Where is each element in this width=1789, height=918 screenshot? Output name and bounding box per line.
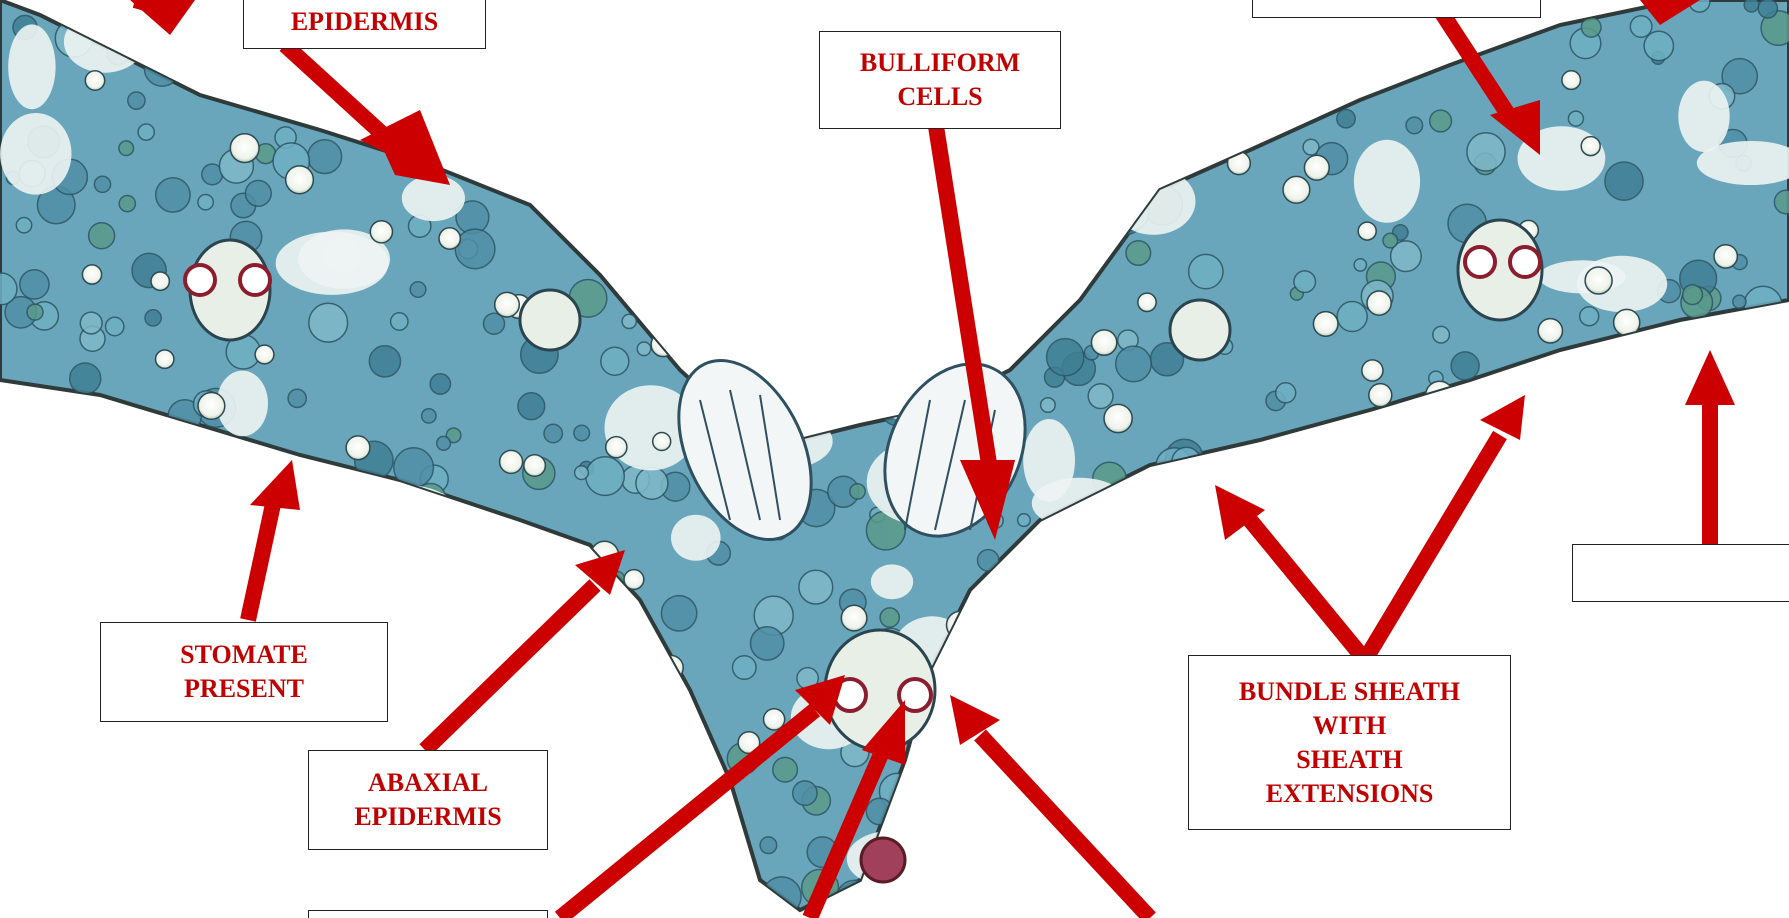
label-top-right-blank	[1252, 0, 1541, 18]
label-bulliform-cells-line-2: CELLS	[897, 80, 982, 114]
vascular-bundle-small-1	[520, 290, 580, 350]
label-abaxial-epidermis-line-2: EPIDERMIS	[354, 800, 501, 834]
arrow-right-blank-label	[1685, 350, 1735, 545]
label-stomate-present-line-1: STOMATE	[180, 638, 308, 672]
arrow-bundle-sheath-right	[1365, 395, 1525, 660]
label-stomate-present: STOMATE PRESENT	[100, 622, 388, 722]
arrow-abaxial-epidermis	[425, 550, 625, 750]
vascular-bundle-small-2	[1170, 300, 1230, 360]
label-abaxial-epidermis: ABAXIAL EPIDERMIS	[308, 750, 548, 850]
label-adaxial-epidermis: EPIDERMIS	[243, 0, 486, 49]
label-bulliform-cells: BULLIFORM CELLS	[819, 31, 1061, 129]
label-bulliform-cells-line-1: BULLIFORM	[860, 46, 1020, 80]
label-right-blank	[1572, 544, 1789, 602]
label-adaxial-epidermis-line-1: EPIDERMIS	[291, 5, 438, 39]
label-bundle-sheath-line-4: EXTENSIONS	[1266, 777, 1434, 811]
label-stomate-present-line-2: PRESENT	[184, 672, 304, 706]
label-bundle-sheath-line-3: SHEATH	[1296, 743, 1402, 777]
label-bundle-sheath-line-1: BUNDLE SHEATH	[1239, 675, 1460, 709]
arrow-stomate	[248, 460, 300, 620]
vascular-bundle-right	[1458, 220, 1542, 320]
arrow-top-left	[130, 0, 195, 35]
label-bundle-sheath: BUNDLE SHEATH WITH SHEATH EXTENSIONS	[1188, 655, 1511, 830]
arrow-bundle-sheath-left	[1215, 485, 1365, 660]
label-bottom-left-blank	[308, 910, 548, 918]
label-abaxial-epidermis-line-1: ABAXIAL	[368, 766, 488, 800]
label-bundle-sheath-line-2: WITH	[1313, 709, 1387, 743]
arrow-midrib-right	[950, 695, 1150, 918]
